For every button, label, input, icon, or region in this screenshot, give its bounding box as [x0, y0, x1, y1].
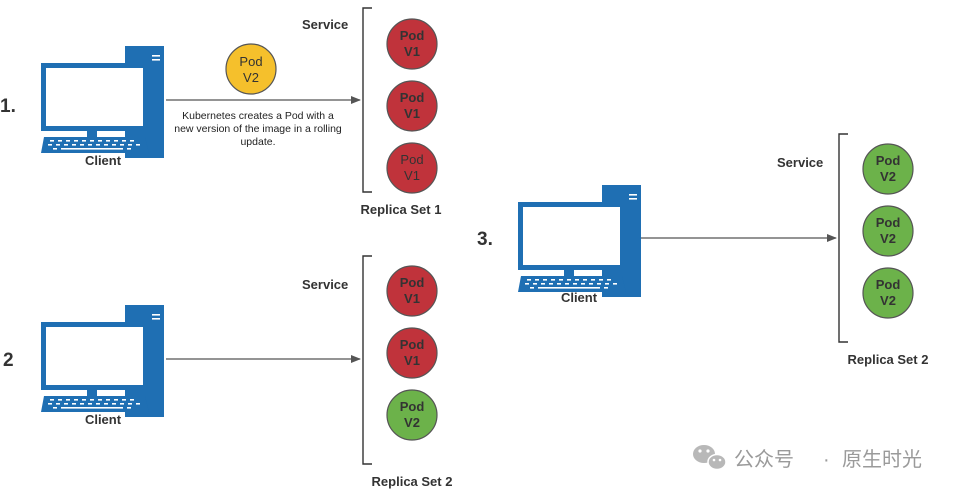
- svg-text:V1: V1: [404, 291, 420, 306]
- replica-set-1-bracket: [362, 7, 372, 193]
- replica-set-2a-pod-2: Pod V1: [386, 327, 438, 379]
- replica-set-1-pod-3: Pod V1: [386, 142, 438, 194]
- replica-set-2b-label: Replica Set 2: [848, 352, 929, 367]
- note-line-3: update.: [240, 136, 275, 148]
- new-pod-circle: [225, 43, 277, 95]
- svg-text:Pod: Pod: [400, 399, 425, 414]
- service-label-2: Service: [302, 277, 348, 292]
- svg-text:Pod: Pod: [400, 275, 425, 290]
- client-computer-3-icon: [518, 185, 641, 297]
- svg-text:V1: V1: [404, 168, 420, 183]
- rolling-update-note: Kubernetes creates a Pod with a new vers…: [174, 110, 342, 148]
- svg-text:V1: V1: [404, 106, 420, 121]
- replica-set-2b-bracket: [838, 133, 848, 343]
- svg-text:Pod: Pod: [400, 337, 425, 352]
- svg-text:Pod: Pod: [876, 215, 901, 230]
- replica-set-1-label: Replica Set 1: [361, 202, 442, 217]
- svg-text:Pod: Pod: [876, 277, 901, 292]
- new-pod-version: V2: [243, 70, 259, 85]
- new-pod-name: Pod: [239, 54, 262, 69]
- replica-set-2a-bracket: [362, 255, 372, 465]
- replica-set-2a-label: Replica Set 2: [372, 474, 453, 489]
- note-line-1: Kubernetes creates a Pod with a: [182, 110, 334, 122]
- replica-set-1-pod-1: Pod V1: [386, 18, 438, 70]
- svg-text:V2: V2: [880, 169, 896, 184]
- client-label-2: Client: [85, 412, 122, 427]
- note-line-2: new version of the image in a rolling: [174, 123, 342, 135]
- wechat-icon: [693, 445, 727, 471]
- replica-set-2b-pod-2: Pod V2: [862, 205, 914, 257]
- watermark-name: 原生时光: [842, 448, 922, 471]
- watermark: 公众号 · 原生时光: [693, 445, 922, 471]
- replica-set-2a-pod-3: Pod V2: [386, 389, 438, 441]
- svg-text:V1: V1: [404, 353, 420, 368]
- service-label-3: Service: [777, 155, 823, 170]
- step-3-number: 3.: [477, 229, 493, 250]
- client-label-3: Client: [561, 290, 598, 305]
- watermark-prefix: 公众号: [734, 448, 794, 471]
- svg-text:V1: V1: [404, 44, 420, 59]
- replica-set-2a-pod-1: Pod V1: [386, 265, 438, 317]
- svg-text:Pod: Pod: [876, 153, 901, 168]
- client-computer-2-icon: [41, 305, 164, 417]
- svg-text:V2: V2: [880, 231, 896, 246]
- svg-text:Pod: Pod: [400, 152, 423, 167]
- svg-text:Pod: Pod: [400, 28, 425, 43]
- step-2-number: 2: [3, 350, 14, 371]
- watermark-separator: ·: [823, 449, 830, 471]
- svg-text:V2: V2: [880, 293, 896, 308]
- service-label-1: Service: [302, 17, 348, 32]
- replica-set-2b-pod-1: Pod V2: [862, 143, 914, 195]
- replica-set-1-pod-2: Pod V1: [386, 80, 438, 132]
- svg-text:V2: V2: [404, 415, 420, 430]
- new-pod-v2: Pod V2: [225, 43, 277, 95]
- client-computer-1-icon: [41, 46, 164, 158]
- step-1-number: 1.: [0, 96, 16, 117]
- replica-set-2b-pod-3: Pod V2: [862, 267, 914, 319]
- client-label-1: Client: [85, 153, 122, 168]
- svg-text:Pod: Pod: [400, 90, 425, 105]
